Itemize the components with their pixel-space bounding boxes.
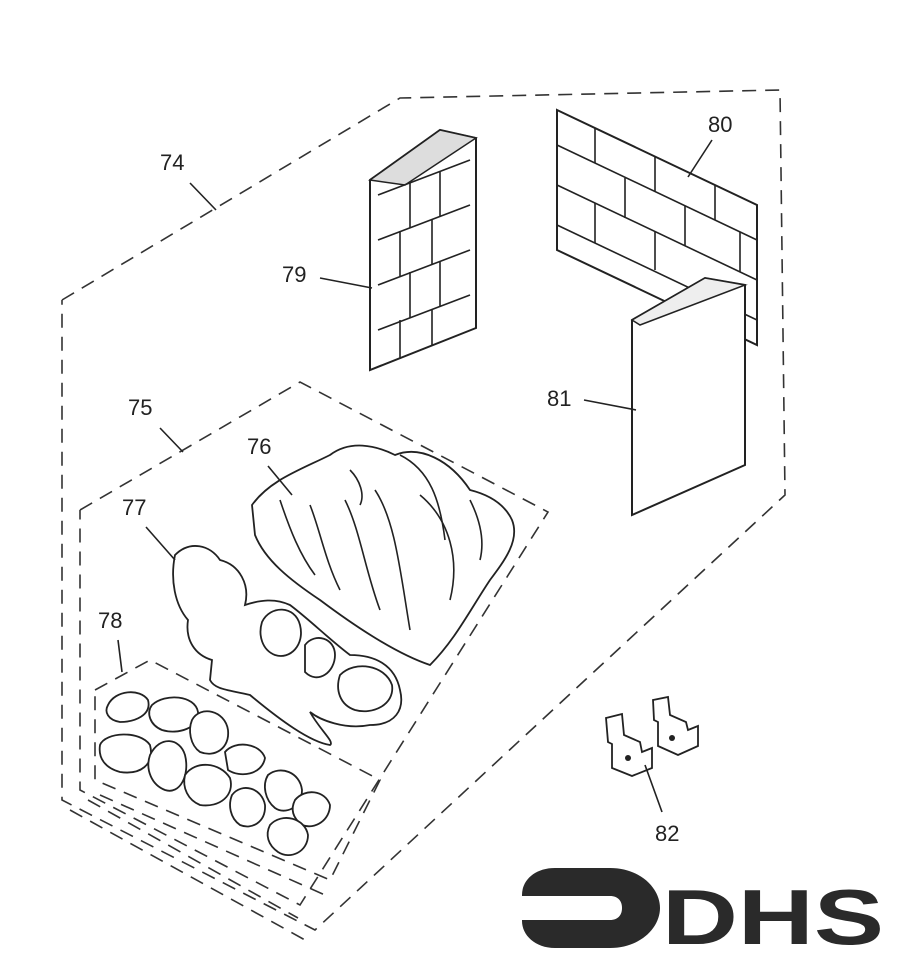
label-81: 81 [547,386,571,411]
part-74-enclosure [61,89,786,941]
part-78-area [94,659,382,896]
label-74: 74 [160,150,184,175]
logo-text: DHS [662,873,884,961]
part-77-front-log [172,545,403,746]
part-82-brackets [605,695,699,777]
dhs-logo: DHS [522,868,884,961]
label-78: 78 [98,608,122,633]
part-75-tray [79,381,550,919]
label-80: 80 [708,112,732,137]
leader-lines [117,139,713,813]
label-76: 76 [247,434,271,459]
label-75: 75 [128,395,152,420]
label-82: 82 [655,821,679,846]
label-79: 79 [282,262,306,287]
part-79-left-brick-panel [368,128,478,372]
part-81-side-panel [630,276,748,517]
label-77: 77 [122,495,146,520]
part-76-log-base [251,444,516,667]
part-78-rocks [98,691,331,857]
